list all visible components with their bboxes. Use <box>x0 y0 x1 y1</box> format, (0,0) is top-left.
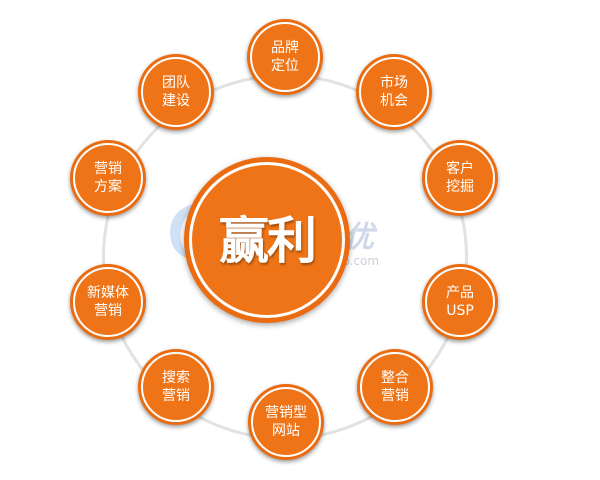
node-brand-positioning: 品牌 定位 <box>247 19 323 95</box>
node-integrated-marketing: 整合 营销 <box>357 349 433 425</box>
node-inner: 搜索 营销 <box>141 352 211 422</box>
node-inner: 市场 机会 <box>359 57 429 127</box>
node-label: 团队 建设 <box>162 75 190 109</box>
node-label: 品牌 定位 <box>271 40 299 74</box>
node-inner: 整合 营销 <box>360 352 430 422</box>
node-team-building: 团队 建设 <box>138 54 214 130</box>
node-label: 整合 营销 <box>381 370 409 404</box>
node-customer-mining: 客户 挖掘 <box>422 140 498 216</box>
node-inner: 新媒体 营销 <box>73 267 143 337</box>
node-product-usp: 产品 USP <box>422 264 498 340</box>
node-inner: 品牌 定位 <box>250 22 320 92</box>
node-label: 新媒体 营销 <box>87 285 129 319</box>
node-label: 营销 方案 <box>94 161 122 195</box>
node-label: 搜索 营销 <box>162 370 190 404</box>
node-inner: 产品 USP <box>425 267 495 337</box>
center-circle: 赢利 <box>184 157 350 323</box>
node-label: 客户 挖掘 <box>446 161 474 195</box>
center-label: 赢利 <box>219 212 317 270</box>
node-market-opportunity: 市场 机会 <box>356 54 432 130</box>
node-inner: 营销 方案 <box>73 143 143 213</box>
node-inner: 客户 挖掘 <box>425 143 495 213</box>
node-label: 市场 机会 <box>380 75 408 109</box>
node-inner: 团队 建设 <box>141 57 211 127</box>
node-new-media-marketing: 新媒体 营销 <box>70 264 146 340</box>
node-label: 营销型 网站 <box>265 405 307 439</box>
node-inner: 营销型 网站 <box>251 387 321 457</box>
node-marketing-website: 营销型 网站 <box>248 384 324 460</box>
node-marketing-plan: 营销 方案 <box>70 140 146 216</box>
node-label: 产品 USP <box>446 285 474 319</box>
node-search-marketing: 搜索 营销 <box>138 349 214 425</box>
center-circle-inner: 赢利 <box>189 162 345 318</box>
